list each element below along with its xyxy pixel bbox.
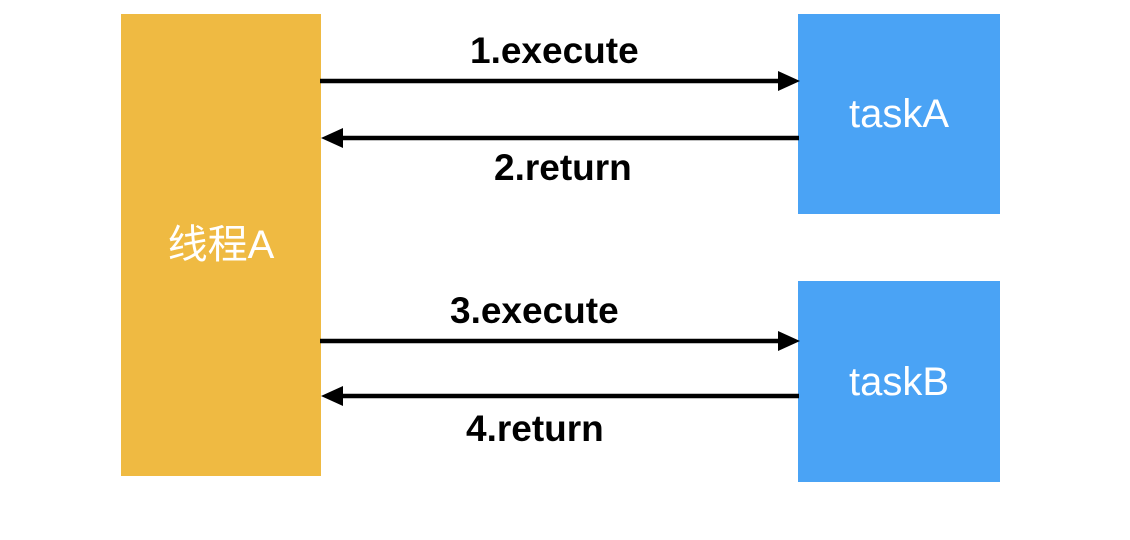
arrow-3-execute [320, 330, 800, 352]
arrow-2-return [321, 127, 799, 149]
arrow-right-icon [320, 71, 800, 91]
node-task-b-label: taskB [848, 359, 950, 404]
arrow-2-label: 2.return [494, 147, 632, 188]
arrow-1-label: 1.execute [470, 30, 639, 71]
node-task-a-label: taskA [848, 92, 950, 136]
arrow-4-label: 4.return [466, 408, 604, 449]
arrow-right-icon [320, 331, 800, 351]
node-task-b: taskB [798, 281, 1000, 482]
node-task-a: taskA [798, 14, 1000, 214]
node-thread-a-label: 线程A [167, 223, 275, 267]
arrow-left-icon [321, 128, 799, 148]
node-thread-a: 线程A [121, 14, 321, 476]
arrow-4-return [321, 385, 799, 407]
arrow-left-icon [321, 386, 799, 406]
arrow-1-execute [320, 70, 800, 92]
arrow-3-label: 3.execute [450, 290, 619, 331]
